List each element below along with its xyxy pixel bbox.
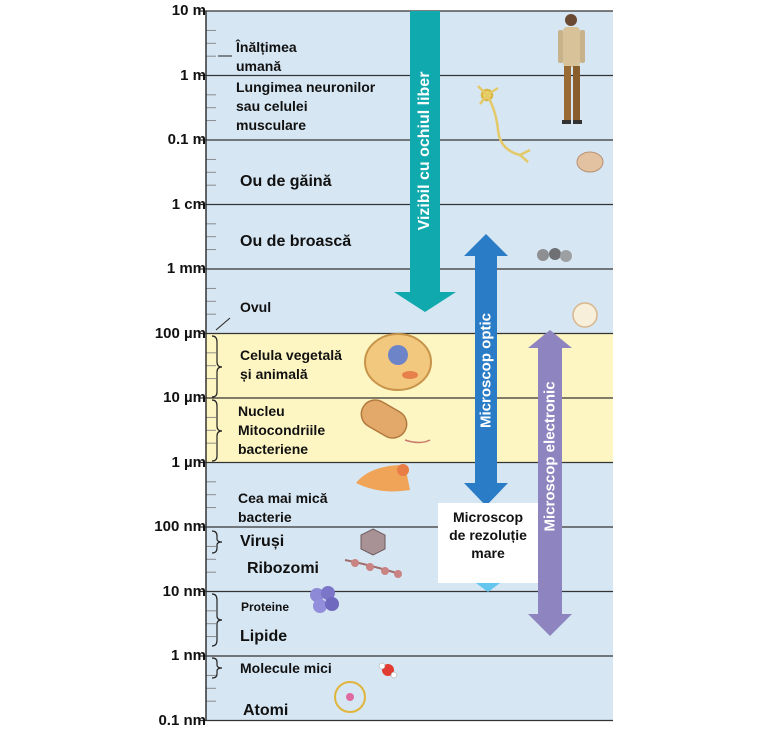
scale-mark-label: 0.1 m: [167, 131, 206, 148]
label-viruses: Viruși: [240, 533, 285, 550]
scale-mark-label: 100 nm: [154, 518, 206, 535]
label-electron-microscope: Microscop electronic: [541, 381, 559, 532]
label-neuron-length: Lungimea neuronilor sau celulei muscular…: [236, 79, 376, 133]
label-chicken-egg: Ou de găină: [240, 173, 332, 190]
label-ovule: Ovul: [240, 299, 272, 315]
scale-mark-label: 1 µm: [171, 453, 207, 471]
bracket-nucleus: [211, 399, 223, 462]
label-nucleus-mito: Nucleu Mitocondriile bacteriene: [238, 403, 326, 457]
mitochondrion-icon: [356, 464, 410, 492]
atom-icon: [334, 681, 366, 713]
label-small-molecules: Molecule mici: [240, 660, 332, 676]
label-human-height: Înălțimea umană: [236, 39, 297, 74]
animal-cell-icon: [364, 333, 432, 391]
label-smallest-bacteria: Cea mai mică bacterie: [238, 490, 328, 525]
scale-mark-label: 10 m: [171, 2, 206, 19]
human-figure-icon: [558, 14, 585, 124]
label-atoms: Atomi: [243, 702, 289, 719]
bracket-virus: [211, 530, 223, 554]
bacterium-icon: [360, 399, 431, 444]
label-naked-eye: Vizibil cu ochiul liber: [416, 71, 433, 231]
naked-eye-arrow: [394, 11, 456, 312]
label-ribosomes: Ribozomi: [247, 560, 319, 577]
scale-mark-label: 100 µm: [154, 324, 206, 342]
bracket-molecule: [211, 657, 223, 679]
scale-mark-label: 0.1 nm: [158, 711, 206, 729]
label-proteins: Proteine: [241, 600, 290, 614]
label-plant-animal-cell: Celula vegetală și animală: [240, 347, 342, 382]
scale-mark-label: 10 µm: [163, 389, 206, 406]
scale-mark-label: 1 mm: [166, 260, 206, 277]
small-molecule-icon: [378, 662, 398, 679]
connector-ovule: [215, 317, 231, 331]
ribosome-icon: [344, 559, 402, 578]
scale-mark-label: 1 cm: [171, 195, 206, 213]
bracket-cell: [211, 335, 223, 398]
light-microscope-arrow: [464, 234, 508, 506]
virus-icon: [360, 528, 386, 556]
protein-icon: [310, 586, 339, 613]
high-res-label-box: [438, 503, 538, 583]
label-lipids: Lipide: [240, 628, 288, 645]
neuron-icon: [477, 85, 531, 163]
electron-microscope-arrow: [528, 330, 572, 636]
scale-mark-label: 1 nm: [170, 647, 206, 664]
label-frog-egg: Ou de broască: [240, 233, 352, 250]
scale-mark-label: 1 m: [180, 66, 206, 84]
label-high-res-microscope: Microscop de rezoluție mare: [449, 509, 527, 561]
bracket-protein-lipid: [211, 593, 223, 647]
chicken-egg-icon: [576, 151, 604, 173]
frog-egg-icon: [537, 248, 572, 262]
ovule-icon: [572, 302, 598, 328]
scale-mark-label: 10 nm: [162, 582, 206, 600]
label-light-microscope: Microscop optic: [477, 313, 495, 429]
